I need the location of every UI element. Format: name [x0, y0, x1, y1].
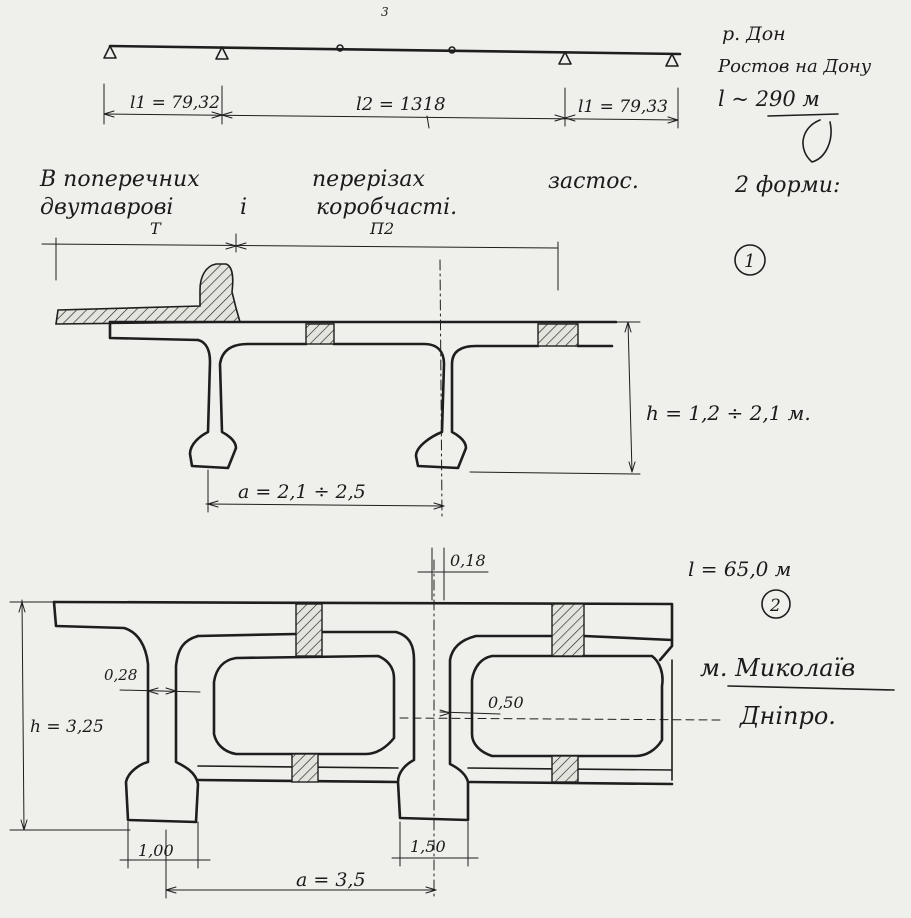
- section1-a-label: a = 2,1 ÷ 2,5: [238, 481, 366, 503]
- section2-city-1: м. Миколаїв: [700, 654, 855, 682]
- section2-flange-left-label: 1,00: [138, 841, 174, 860]
- span-l1-left-label: l1 = 79,32: [130, 93, 220, 113]
- section1-beam: [55, 259, 618, 517]
- section2-web-dim-label: 0,28: [104, 666, 137, 684]
- section2-flange-dims: [119, 821, 479, 899]
- svg-text:застос.: застос.: [548, 169, 639, 194]
- heading-line-2: двутаврові і коробчасті.: [40, 195, 457, 220]
- section2-h-dimension: [9, 599, 131, 831]
- svg-text:двутаврові: двутаврові: [40, 195, 173, 220]
- span-l1-right-label: l1 = 79,33: [578, 97, 668, 117]
- section1-a-dimension: [205, 469, 445, 513]
- svg-text:В поперечних: В поперечних: [39, 167, 200, 192]
- section2-a-label: a = 3,5: [296, 869, 366, 891]
- note-line-2: Ростов на Дону: [717, 56, 872, 77]
- svg-text:2 форми:: 2 форми:: [734, 173, 840, 198]
- section2-h-label: h = 3,25: [30, 717, 104, 737]
- note-loop-mark: [802, 119, 832, 163]
- section2-city-2: Дніпро.: [739, 702, 836, 730]
- section2-number: 2: [769, 596, 781, 616]
- section1-label-t: Т: [150, 219, 162, 238]
- svg-text:коробчасті.: коробчасті.: [316, 195, 457, 220]
- section1-h-label: h = 1,2 ÷ 2,1 м.: [646, 401, 811, 425]
- section2-box-girder: [52, 559, 721, 901]
- section1-number-circle: [734, 244, 766, 276]
- svg-text:і: і: [240, 195, 247, 220]
- section2-web-dim: [119, 687, 501, 717]
- section2-flange-right-label: 1,50: [410, 837, 446, 856]
- section2-number-circle: [761, 589, 791, 619]
- section2-top-dim-label: 0,18: [450, 551, 486, 570]
- section2-inner-dim-label: 0,50: [488, 693, 524, 712]
- section1-top-dimension: [41, 233, 559, 291]
- span-scheme: [103, 44, 682, 129]
- heading-line-1: В поперечних перерізах застос. 2 форми:: [39, 167, 840, 198]
- section1-number: 1: [744, 251, 755, 272]
- section2-length-label: l = 65,0 м: [688, 557, 791, 581]
- section1-h-dimension: [469, 321, 641, 475]
- section1-label-t2: П2: [369, 219, 394, 238]
- section2-top-dim: [417, 547, 489, 601]
- span-l2-label: l2 = 1318: [356, 94, 446, 115]
- note-line-1: p. Дон: [722, 23, 786, 45]
- note-line-3: l ~ 290 м: [718, 87, 820, 111]
- page-mark: 3: [381, 5, 389, 19]
- svg-text:перерізах: перерізах: [312, 167, 426, 192]
